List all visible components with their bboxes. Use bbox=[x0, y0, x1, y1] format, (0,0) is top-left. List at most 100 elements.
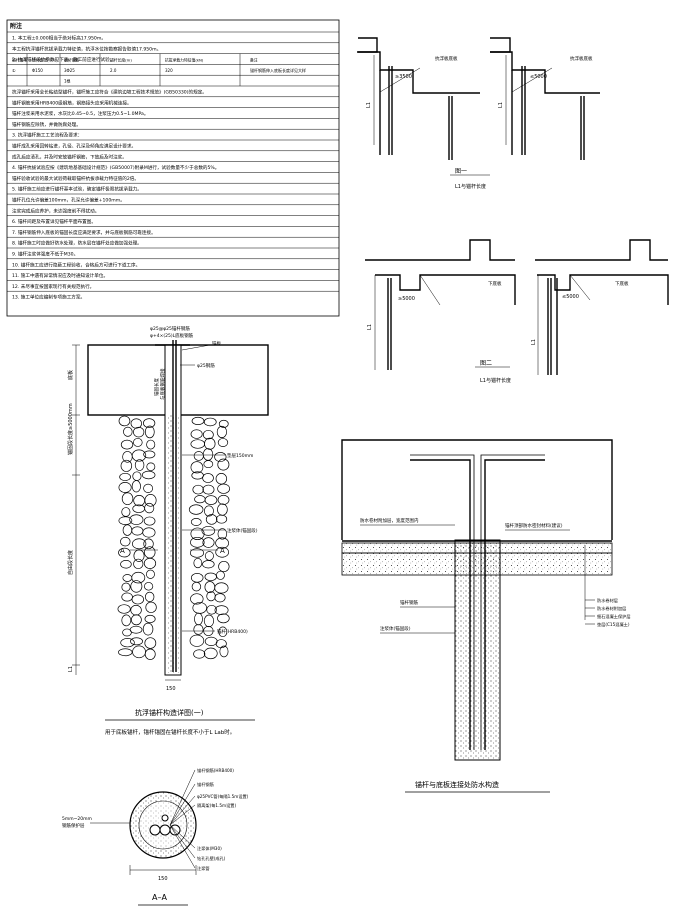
cobble-stone bbox=[146, 462, 156, 472]
cobble-stone bbox=[144, 614, 156, 624]
cobble-stone bbox=[203, 417, 217, 427]
cobble-stone bbox=[190, 593, 204, 605]
angle-line bbox=[511, 67, 553, 93]
label-rebar: φ25钢筋 bbox=[197, 362, 215, 369]
label-slab: 底板 bbox=[67, 370, 74, 380]
notes-line: 注浆完成后应养护，未达强度前不得扰动。 bbox=[12, 207, 99, 214]
section-aa: 锚杆钢筋(HRB400)锚杆钢筋φ25PVC管(每隔1.5m设置)隔离架(每1.… bbox=[62, 767, 249, 906]
aa-label: 隔离架(每1.5m设置) bbox=[197, 802, 236, 809]
cobble-stone bbox=[144, 502, 155, 514]
caption-num-1: 图一 bbox=[455, 168, 467, 175]
cobble-stone bbox=[202, 537, 215, 548]
notes-header: 附注 bbox=[10, 22, 22, 30]
leader bbox=[169, 783, 196, 826]
cobble-stone bbox=[119, 472, 131, 481]
cobble-stone bbox=[129, 514, 144, 525]
cobble-stone bbox=[118, 516, 133, 525]
aa-label: 注浆管 bbox=[197, 865, 210, 872]
notes-line: 7. 锚杆钢筋伸入底板的锚固长度应满足要求，并与底板钢筋可靠连接。 bbox=[12, 229, 156, 236]
slab-profile bbox=[490, 51, 600, 94]
rebar-right-outer bbox=[480, 454, 545, 750]
cobble-stone bbox=[193, 451, 204, 461]
aa-label: 锚杆钢筋 bbox=[197, 781, 214, 788]
cobble-stone bbox=[190, 573, 204, 583]
cobble-stone bbox=[131, 526, 144, 536]
cobble-stone bbox=[121, 614, 132, 627]
slab-profile bbox=[357, 51, 480, 94]
cobble-stone bbox=[215, 546, 229, 558]
length-label: L1 bbox=[366, 102, 372, 108]
rebar-right bbox=[484, 459, 545, 750]
cobble-stone bbox=[191, 581, 202, 592]
slab-label: 下底板 bbox=[615, 280, 629, 287]
cobble-stone bbox=[204, 581, 216, 593]
label-plate: 锚板 bbox=[212, 340, 221, 347]
dim-label: ≥5000 bbox=[398, 296, 415, 302]
notes-text: 1. 本工程±0.000相当于绝对标高17.950m。本工程抗浮锚杆抗拔承载力特… bbox=[12, 35, 219, 301]
cobble-stone bbox=[143, 516, 156, 526]
cobble-stone bbox=[216, 425, 227, 439]
cobble-stone bbox=[214, 593, 226, 603]
leader bbox=[169, 769, 196, 826]
table-cell: 3Φ25 bbox=[64, 68, 75, 73]
anchor-detail: 150 底板 锚固段长度≥5000mm 自由段长度 L1 φ25@φ25锚杆钢筋… bbox=[67, 325, 269, 736]
rebar-circle-2 bbox=[159, 824, 171, 836]
leader bbox=[169, 824, 196, 859]
cobble-stone bbox=[143, 450, 156, 459]
right-label: 防水卷材附加层 bbox=[597, 605, 626, 612]
cobble-stone bbox=[217, 503, 228, 516]
cobble-stone bbox=[216, 570, 225, 580]
cobble-stone bbox=[202, 560, 215, 569]
section-mark-right: A bbox=[220, 547, 225, 555]
cobble-stone bbox=[143, 418, 156, 429]
cobble-stone bbox=[201, 525, 216, 536]
cobble-stone bbox=[194, 612, 203, 626]
cobble-stone bbox=[120, 559, 132, 569]
cobble-stone bbox=[202, 484, 215, 495]
cobble-stone bbox=[133, 558, 144, 570]
cobble-stone bbox=[193, 624, 204, 635]
cobble-stone bbox=[133, 437, 143, 447]
cobble-stone bbox=[144, 425, 155, 439]
aa-label: 锚杆钢筋(HRB400) bbox=[197, 767, 234, 774]
right-label: 细石混凝土保护层 bbox=[597, 613, 631, 620]
notes-line: 3. 抗浮锚杆施工工艺流程及要求： bbox=[12, 132, 82, 139]
notes-line: 2. 抗浮锚杆设计参数见下表，施工前应进行试验。 bbox=[12, 56, 114, 63]
notes-line: 锚杆孔位允许偏差100mm，孔深允许偏差+100mm。 bbox=[12, 197, 125, 204]
table-header-cell: 锚杆钢筋 bbox=[64, 57, 79, 62]
slab-label: 下底板 bbox=[488, 280, 502, 287]
label-cushion: 垫层150mm bbox=[227, 452, 253, 459]
notes-line: 13. 施工单位应编制专项施工方案。 bbox=[12, 294, 85, 301]
cobble-stone bbox=[193, 649, 206, 659]
aa-label: 注浆体(M30) bbox=[197, 845, 222, 852]
cobble-stone bbox=[120, 439, 134, 450]
notes-line: 锚杆验收试验的最大试验荷载取锚杆抗拔承载力特征值的2倍。 bbox=[12, 175, 139, 182]
table-cell: 320 bbox=[165, 68, 173, 73]
cobble-stone bbox=[145, 591, 155, 602]
cobble-stone bbox=[120, 459, 133, 472]
table-cell: ① bbox=[12, 68, 16, 73]
notes-line: 4. 锚杆抗拔试验应按《建筑地基基础设计规范》(GB50007)附录M进行，试验… bbox=[12, 164, 219, 171]
cobble-stone bbox=[143, 483, 154, 494]
cobble-stone bbox=[205, 514, 218, 525]
notes-line: 锚杆钢筋采用HRB400级钢筋，钢筋接头应采用机械连接。 bbox=[12, 99, 132, 106]
cobble-stone bbox=[217, 458, 230, 471]
slab-top bbox=[535, 239, 668, 261]
cobble-stone bbox=[203, 614, 215, 628]
detail-top-right: ≤5000 抗浮板底板 L1 bbox=[490, 37, 600, 160]
notes-line: 6. 锚杆间距及布置详见锚杆平面布置图。 bbox=[12, 218, 96, 225]
label-anchor-len: 锚固段长度≥5000mm bbox=[67, 403, 74, 455]
detail-mid-left: ≥5000 下底板 L1 bbox=[365, 239, 516, 370]
cobble-stone bbox=[214, 605, 229, 616]
cobble-stone bbox=[143, 538, 154, 550]
cobble-stone bbox=[121, 492, 134, 505]
cobble-stone bbox=[118, 415, 131, 427]
cobble-stone bbox=[215, 639, 227, 649]
top-label-1: φ25@φ25锚杆钢筋 bbox=[150, 325, 190, 332]
cobble-stone bbox=[192, 602, 207, 614]
cobble-stone bbox=[215, 537, 229, 549]
label-protect: 注浆体(锚固段) bbox=[227, 527, 258, 534]
angle-line bbox=[569, 274, 591, 301]
